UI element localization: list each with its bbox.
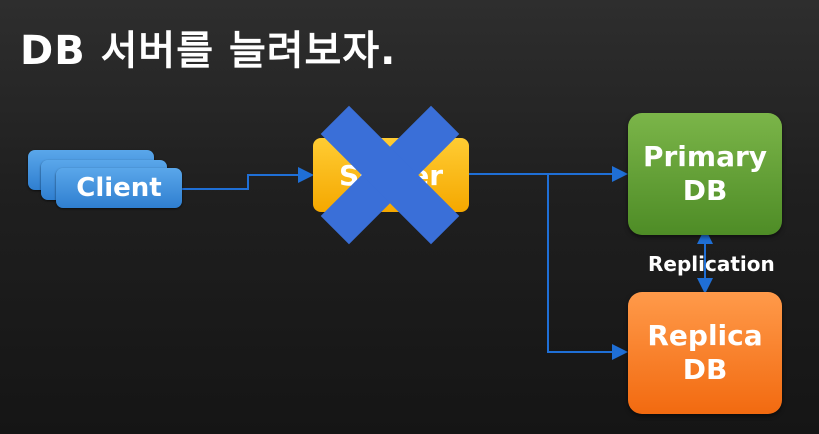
replica-db-box: Replica DB [628,292,782,414]
cross-out-x-icon [320,105,460,245]
replication-label: Replication [648,252,775,276]
server-to-replica-arrow [547,174,628,360]
slide-title: DB 서버를 늘려보자. [20,28,397,74]
primary-db-label-line2: DB [682,174,728,207]
replica-db-label-line1: Replica [647,319,763,352]
replica-db-label-line2: DB [682,353,728,386]
primary-db-box: Primary DB [628,113,782,235]
client-card: Client [56,168,182,208]
primary-db-label-line1: Primary [642,140,768,173]
client-to-server-arrow [182,167,314,190]
client-label: Client [76,173,162,203]
